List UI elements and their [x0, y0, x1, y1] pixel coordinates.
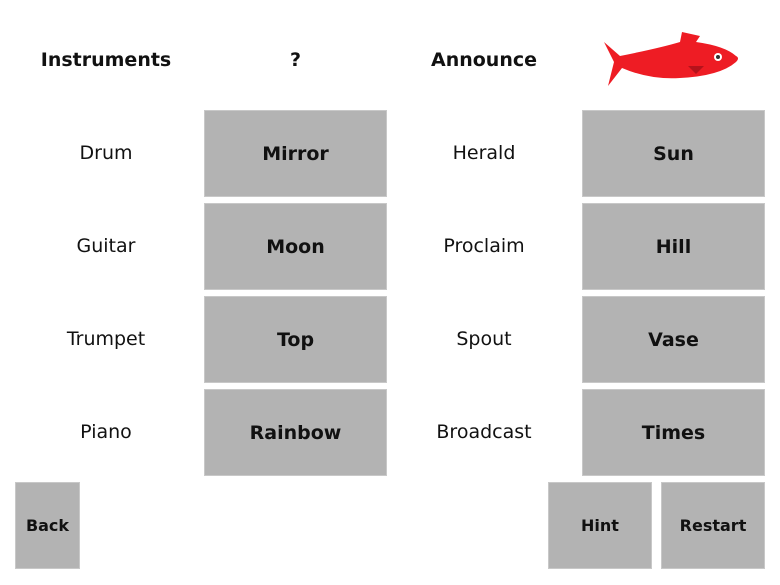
answer-button-mirror[interactable]: Mirror: [204, 110, 387, 197]
hint-button[interactable]: Hint: [548, 482, 652, 569]
right-label: Proclaim: [443, 235, 525, 257]
right-label: Broadcast: [436, 421, 532, 443]
answer-button-hill[interactable]: Hill: [582, 203, 765, 290]
right-label: Herald: [452, 142, 516, 164]
answer-button-sun[interactable]: Sun: [582, 110, 765, 197]
restart-button[interactable]: Restart: [661, 482, 765, 569]
fish-icon: [604, 32, 738, 86]
left-label: Guitar: [76, 235, 136, 257]
left-label: Piano: [80, 421, 132, 443]
header-question: ?: [289, 49, 302, 71]
answer-button-rainbow[interactable]: Rainbow: [204, 389, 387, 476]
answer-button-vase[interactable]: Vase: [582, 296, 765, 383]
back-button[interactable]: Back: [15, 482, 80, 569]
answer-button-top[interactable]: Top: [204, 296, 387, 383]
answer-button-moon[interactable]: Moon: [204, 203, 387, 290]
left-label: Trumpet: [66, 328, 146, 350]
header-instruments: Instruments: [40, 49, 172, 71]
left-label: Drum: [79, 142, 133, 164]
answer-button-times[interactable]: Times: [582, 389, 765, 476]
right-label: Spout: [456, 328, 512, 350]
header-announce: Announce: [430, 49, 537, 71]
